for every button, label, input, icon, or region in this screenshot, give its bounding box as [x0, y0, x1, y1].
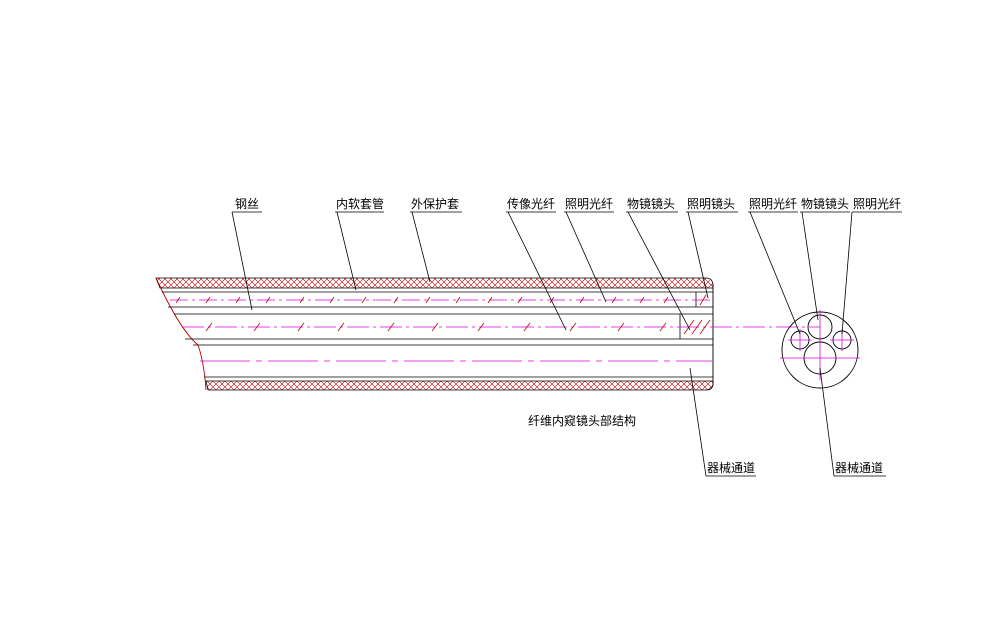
label-end-illum-left: 照明光纤	[749, 197, 797, 211]
label-illum-lens: 照明镜头	[687, 196, 735, 211]
label-objective-lens: 物镜镜头	[627, 196, 675, 211]
end-view	[780, 310, 860, 389]
label-end-instrument-channel: 器械通道	[835, 460, 883, 475]
label-illum-fiber: 照明光纤	[565, 197, 613, 211]
longitudinal-section	[155, 277, 820, 391]
leader-lines	[231, 211, 902, 477]
outer-sheath-bottom	[205, 380, 714, 391]
outer-sheath-top	[155, 277, 714, 289]
label-image-fiber: 传像光纤	[507, 196, 555, 211]
image-fiber-ticks	[205, 319, 711, 335]
label-instrument-channel: 器械通道	[707, 460, 755, 475]
label-end-objective: 物镜镜头	[801, 196, 849, 211]
diagram-caption: 纤维内窥镜头部结构	[528, 413, 636, 428]
illum-fiber-ticks	[175, 294, 707, 306]
labels: 钢丝 内软套管 外保护套 传像光纤 照明光纤 物镜镜头 照明镜头 照明光纤 物镜…	[235, 196, 901, 475]
label-inner-hose: 内软套管	[336, 196, 384, 211]
label-outer-sheath: 外保护套	[411, 197, 459, 211]
label-end-illum-right: 照明光纤	[853, 197, 901, 211]
label-steel-wire: 钢丝	[235, 197, 259, 211]
break-curve	[155, 277, 207, 391]
